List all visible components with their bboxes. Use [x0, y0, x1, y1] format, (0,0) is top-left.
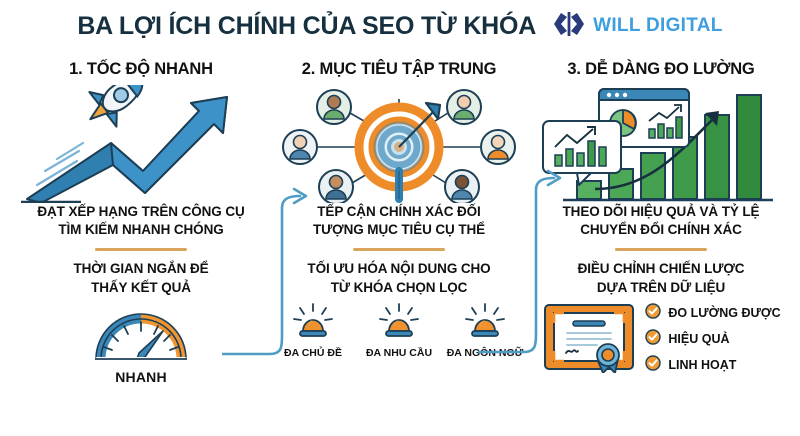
- column-2-heading: 2. MỤC TIÊU TẬP TRUNG: [301, 60, 497, 78]
- siren-label: ĐA CHỦ ĐỀ: [284, 346, 342, 359]
- column-1-primary-text: ĐẠT XẾP HẠNG TRÊN CÔNG CỤ TÌM KIẾM NHANH…: [37, 204, 245, 238]
- benefit-column-2: 2. MỤC TIÊU TẬP TRUNG: [272, 60, 526, 359]
- checklist-item: HIỆU QUẢ: [645, 329, 780, 350]
- siren-light-icon: [377, 302, 421, 344]
- gauge-label: NHANH: [115, 368, 167, 385]
- target-audience-illustration: [272, 85, 526, 203]
- column-2-divider: [353, 248, 445, 252]
- certificate-icon: [541, 301, 637, 378]
- siren-item: ĐA NHU CẦU: [363, 302, 435, 359]
- siren-label: ĐA NGÔN NGỮ: [446, 346, 524, 359]
- check-circle-icon: [645, 303, 662, 324]
- siren-item: ĐA NGÔN NGỮ: [446, 302, 524, 359]
- siren-light-icon: [463, 302, 507, 344]
- column-1-divider: [95, 248, 187, 252]
- page-title: BA LỢI ÍCH CHÍNH CỦA SEO TỪ KHÓA: [77, 11, 537, 40]
- check-circle-icon: [645, 329, 662, 350]
- checklist-label: HIỆU QUẢ: [668, 332, 730, 347]
- checklist-item: ĐO LƯỜNG ĐƯỢC: [645, 303, 781, 324]
- page-header: BA LỢI ÍCH CHÍNH CỦA SEO TỪ KHÓA WILL DI…: [0, 0, 800, 52]
- column-3-heading: 3. DỄ DÀNG ĐO LƯỜNG: [567, 60, 755, 78]
- column-2-secondary-text: TỐI ƯU HÓA NỘI DUNG CHO TỪ KHÓA CHỌN LỌC: [307, 261, 491, 295]
- column-3-primary-text: THEO DÕI HIỆU QUẢ VÀ TỶ LỆ CHUYỂN ĐỔI CH…: [562, 204, 760, 238]
- column-3-divider: [615, 248, 707, 252]
- checklist-label: ĐO LƯỜNG ĐƯỢC: [668, 306, 781, 321]
- column-3-secondary-text: ĐIỀU CHỈNH CHIẾN LƯỢC DỰA TRÊN DỮ LIỆU: [577, 261, 745, 295]
- column-1-secondary-text: THỜI GIAN NGẮN ĐỂ THẤY KẾT QUẢ: [73, 261, 209, 295]
- siren-label: ĐA NHU CẦU: [365, 346, 433, 359]
- certificate-checklist-block: ĐO LƯỜNG ĐƯỢC HIỆU QUẢ L: [534, 301, 788, 378]
- brand-name: WILL DIGITAL: [593, 15, 723, 36]
- column-2-primary-text: TẾP CẬN CHÍNH XÁC ĐỐI TƯỢNG MỤC TIÊU CỤ …: [312, 204, 486, 238]
- speed-gauge-block: NHANH: [14, 309, 268, 385]
- rocket-growth-arrow-illustration: [14, 85, 268, 203]
- benefit-column-3: 3. DỄ DÀNG ĐO LƯỜNG: [534, 60, 788, 378]
- siren-row: ĐA CHỦ ĐỀ ĐA NHU CẦU: [272, 302, 526, 359]
- checklist-label: LINH HOẠT: [668, 358, 737, 373]
- column-1-heading: 1. TỐC ĐỘ NHANH: [69, 60, 213, 78]
- speedometer-icon: [93, 309, 189, 368]
- analytics-growth-illustration: [534, 85, 788, 203]
- check-circle-icon: [645, 355, 662, 376]
- will-digital-diamond-icon: [552, 9, 586, 44]
- brand-logo-group: WILL DIGITAL: [552, 9, 723, 44]
- benefit-column-1: 1. TỐC ĐỘ NHANH ĐẠT XẾP HẠNG: [14, 60, 268, 385]
- siren-item: ĐA CHỦ ĐỀ: [277, 302, 349, 359]
- checklist-item: LINH HOẠT: [645, 355, 780, 376]
- benefit-checklist: ĐO LƯỜNG ĐƯỢC HIỆU QUẢ L: [645, 303, 781, 376]
- siren-light-icon: [291, 302, 335, 344]
